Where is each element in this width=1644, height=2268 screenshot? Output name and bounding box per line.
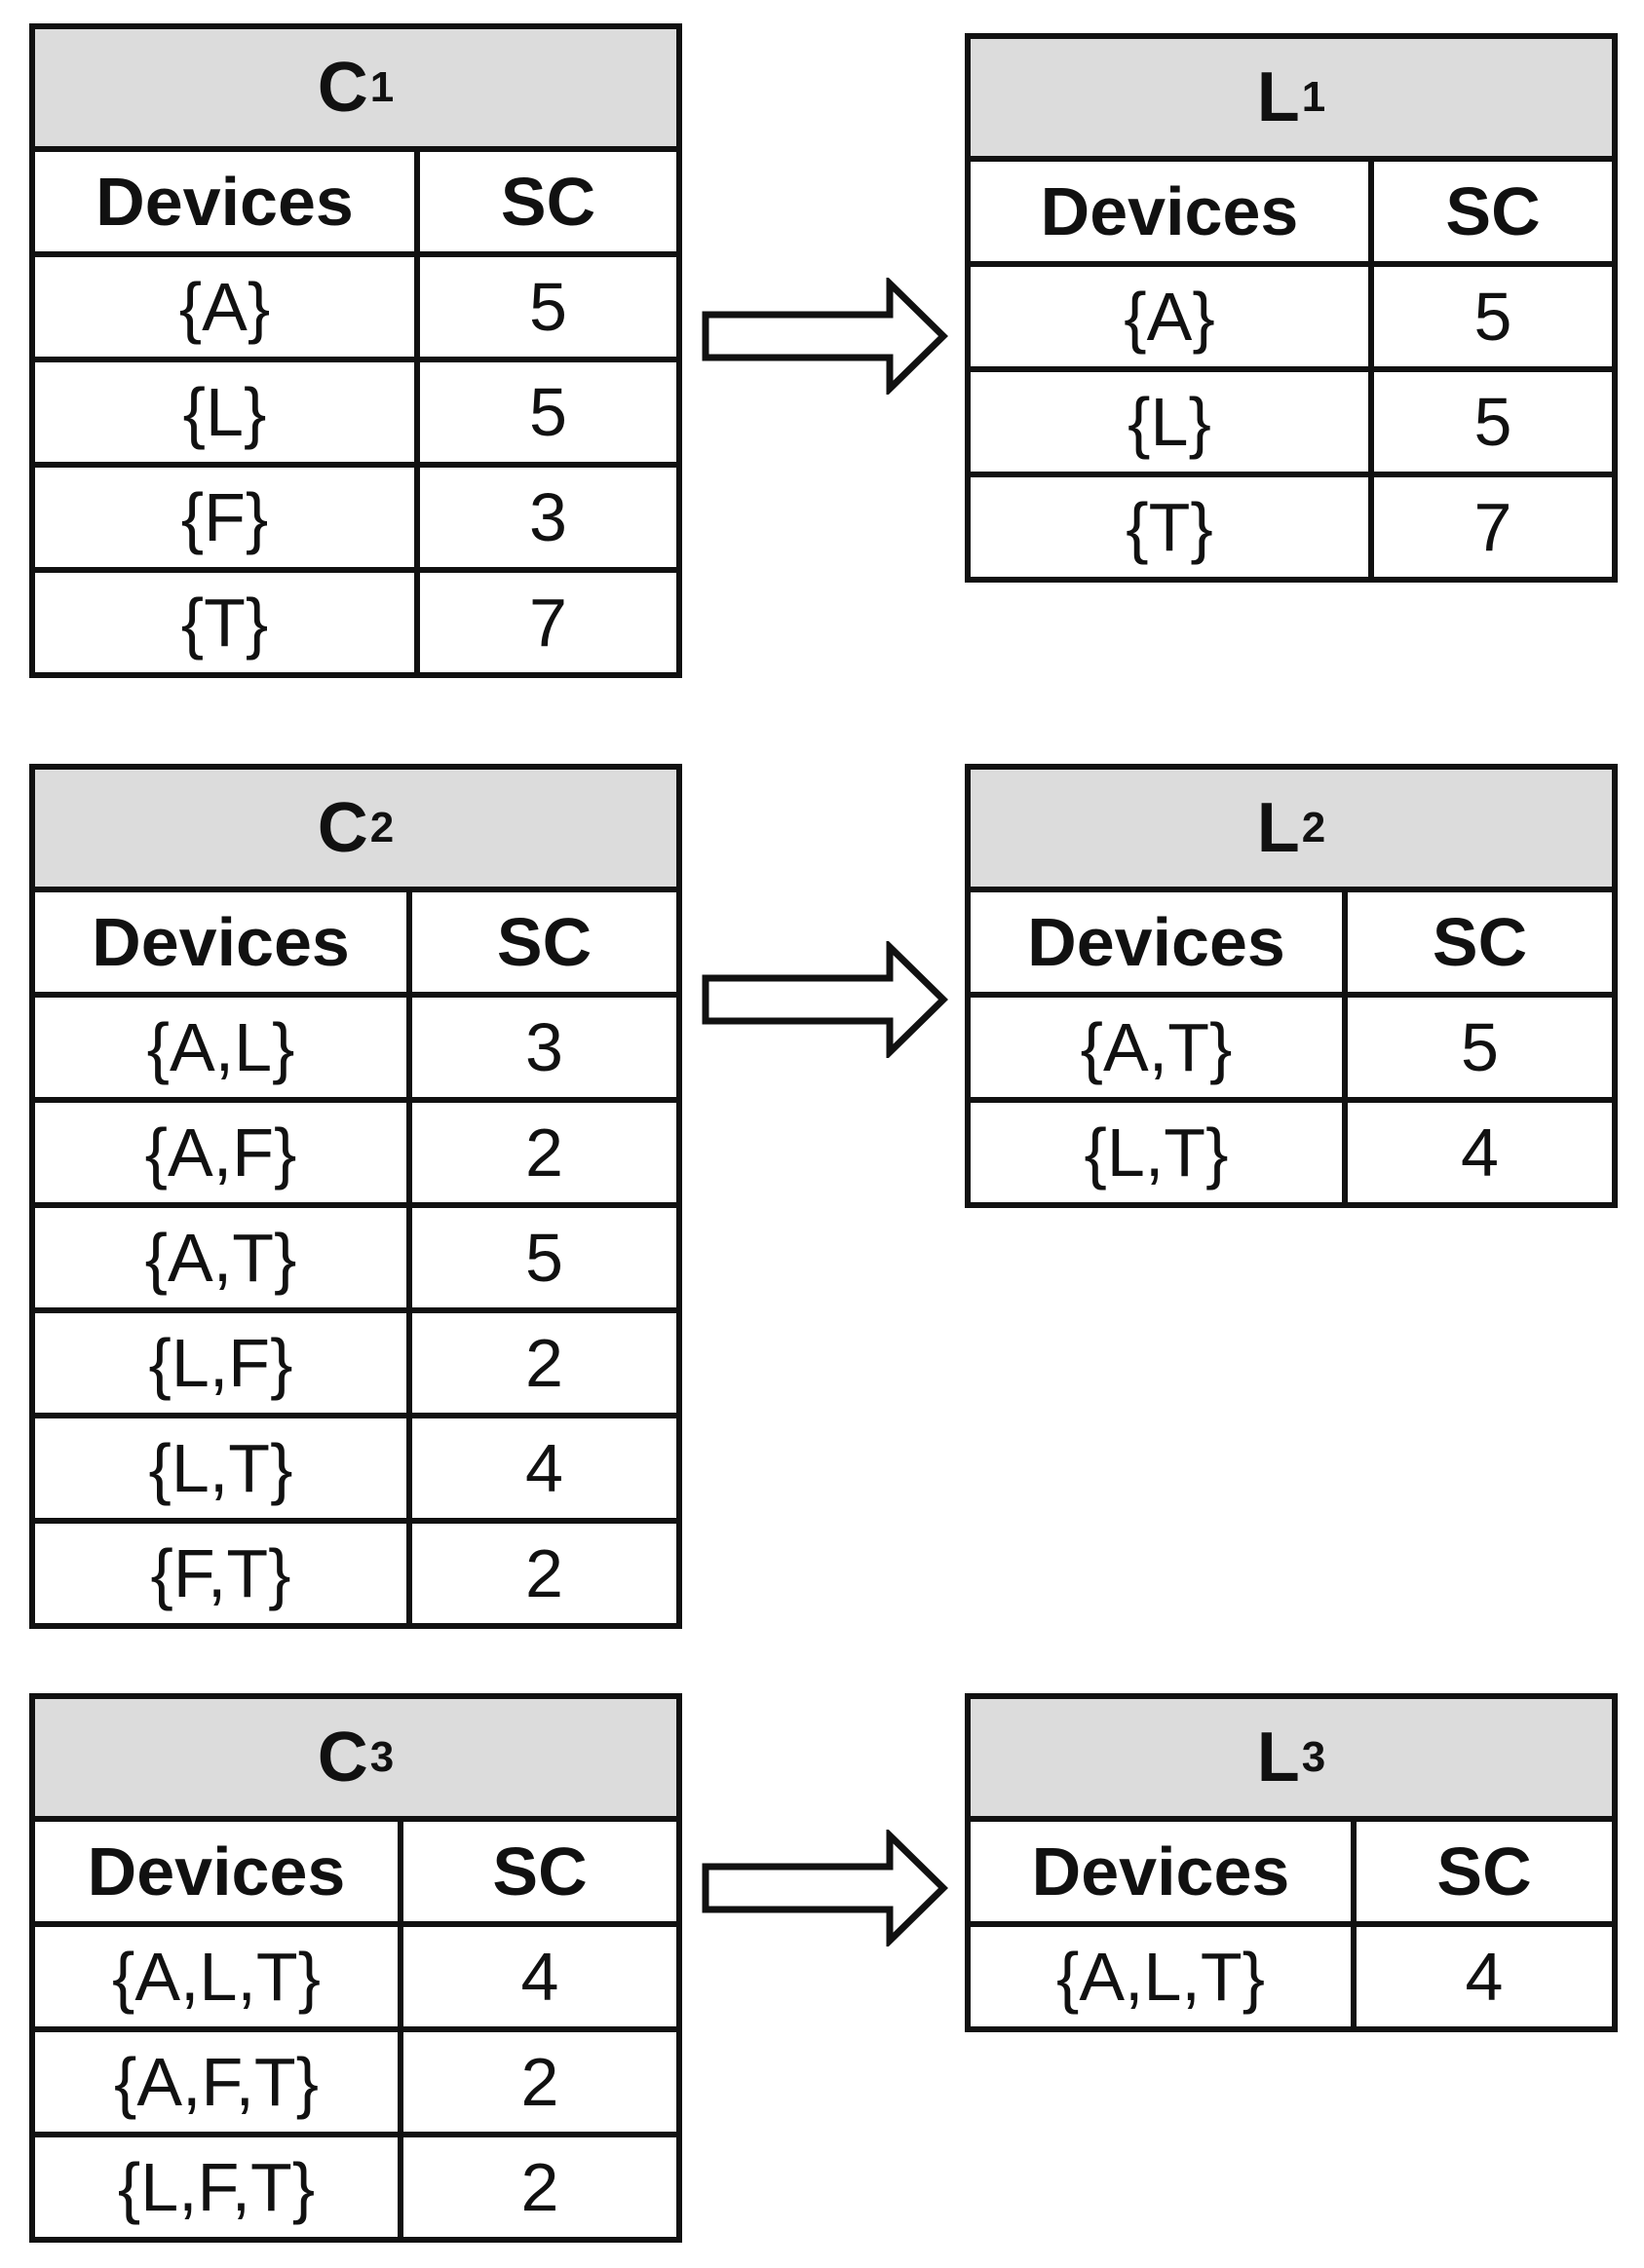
devices-cell: {L} — [35, 362, 420, 462]
devices-cell: {T} — [971, 477, 1374, 577]
table-row: {L} 5 — [971, 372, 1612, 477]
table-row: {A,F,T} 2 — [35, 2032, 676, 2137]
sc-cell: 5 — [529, 374, 567, 450]
table-row: {F,T} 2 — [35, 1524, 676, 1623]
table-header-row: Devices SC — [971, 892, 1612, 998]
devices-column-header: Devices — [35, 892, 412, 992]
devices-cell: {F,T} — [35, 1524, 412, 1623]
devices-cell: {F} — [35, 468, 420, 567]
sc-cell: 4 — [525, 1430, 563, 1506]
devices-cell: {A,L,T} — [35, 1927, 403, 2026]
sc-cell: 5 — [525, 1220, 563, 1296]
table-row: {L,T} 4 — [971, 1103, 1612, 1202]
right-arrow-icon — [702, 278, 948, 395]
sc-cell: 2 — [525, 1535, 563, 1611]
sc-column-header: SC — [1432, 904, 1528, 980]
devices-cell: {A,T} — [971, 998, 1348, 1097]
devices-column-header: Devices — [971, 892, 1348, 992]
devices-cell: {A,L} — [35, 998, 412, 1097]
table-row: {A} 5 — [971, 267, 1612, 372]
sc-column-header: SC — [1445, 173, 1541, 249]
sc-column-header: SC — [500, 164, 596, 240]
devices-column-header: Devices — [35, 1822, 403, 1921]
sc-cell: 2 — [525, 1115, 563, 1191]
sc-cell: 3 — [529, 479, 567, 555]
devices-cell: {L,T} — [971, 1103, 1348, 1202]
devices-cell: {A} — [971, 267, 1374, 366]
table-row: {A,L,T} 4 — [35, 1927, 676, 2032]
devices-column-header: Devices — [35, 152, 420, 251]
table-row: {A,L} 3 — [35, 998, 676, 1103]
table-row: {A} 5 — [35, 257, 676, 362]
sc-cell: 5 — [1461, 1009, 1499, 1085]
sc-cell: 7 — [529, 585, 567, 661]
table-header-row: Devices SC — [971, 162, 1612, 267]
sc-cell: 5 — [1473, 279, 1512, 355]
right-arrow-icon — [702, 1830, 948, 1947]
sc-cell: 2 — [520, 2149, 559, 2225]
sc-cell: 5 — [1473, 384, 1512, 460]
table-row: {L,T} 4 — [35, 1418, 676, 1524]
sc-cell: 2 — [520, 2044, 559, 2120]
devices-column-header: Devices — [971, 162, 1374, 261]
right-arrow-icon — [702, 941, 948, 1058]
sc-cell: 7 — [1473, 489, 1512, 565]
devices-cell: {A,F} — [35, 1103, 412, 1202]
sc-column-header: SC — [492, 1833, 588, 1909]
table-row: {A,L,T} 4 — [971, 1927, 1612, 2026]
devices-cell: {T} — [35, 573, 420, 672]
sc-cell: 4 — [1461, 1115, 1499, 1191]
table-row: {A,F} 2 — [35, 1103, 676, 1208]
table-header-row: Devices SC — [971, 1822, 1612, 1927]
table-header-row: Devices SC — [35, 892, 676, 998]
devices-cell: {A} — [35, 257, 420, 357]
table-row: {T} 7 — [971, 477, 1612, 577]
sc-column-header: SC — [1436, 1833, 1532, 1909]
sc-cell: 4 — [1465, 1939, 1504, 2015]
devices-cell: {L,T} — [35, 1418, 412, 1518]
table-row: {A,T} 5 — [971, 998, 1612, 1103]
sc-cell: 2 — [525, 1325, 563, 1401]
sc-column-header: SC — [496, 904, 593, 980]
table-row: {F} 3 — [35, 468, 676, 573]
table-row: {T} 7 — [35, 573, 676, 672]
devices-cell: {L,F,T} — [35, 2137, 403, 2237]
table-header-row: Devices SC — [35, 1822, 676, 1927]
table-header-row: Devices SC — [35, 152, 676, 257]
devices-column-header: Devices — [971, 1822, 1357, 1921]
sc-cell: 3 — [525, 1009, 563, 1085]
devices-cell: {L,F} — [35, 1313, 412, 1413]
table-row: {L} 5 — [35, 362, 676, 468]
devices-cell: {A,T} — [35, 1208, 412, 1307]
table-row: {L,F} 2 — [35, 1313, 676, 1418]
table-row: {A,T} 5 — [35, 1208, 676, 1313]
devices-cell: {A,F,T} — [35, 2032, 403, 2132]
devices-cell: {A,L,T} — [971, 1927, 1357, 2026]
table-row: {L,F,T} 2 — [35, 2137, 676, 2237]
sc-cell: 4 — [520, 1939, 559, 2015]
devices-cell: {L} — [971, 372, 1374, 472]
sc-cell: 5 — [529, 269, 567, 345]
